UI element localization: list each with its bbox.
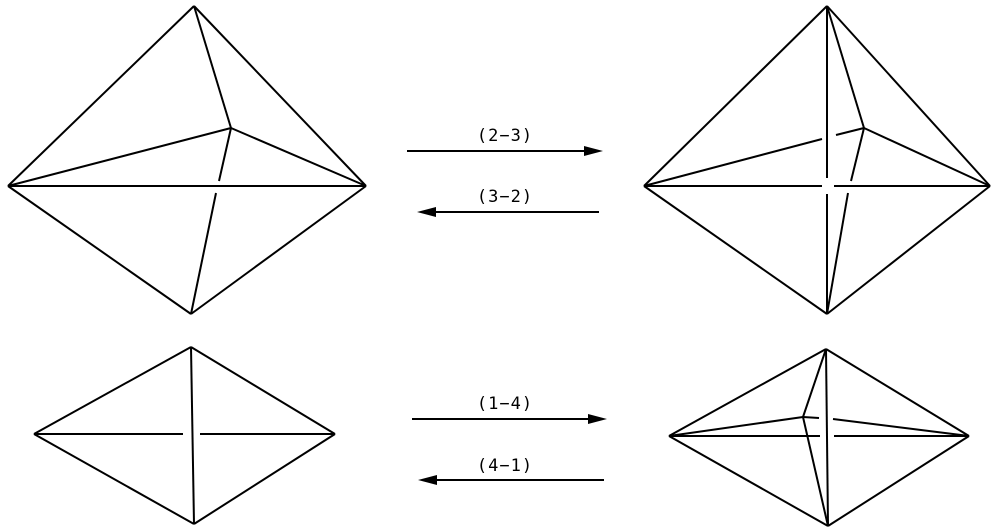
edge xyxy=(832,418,970,437)
edge xyxy=(7,127,232,187)
edge xyxy=(7,185,192,315)
edge xyxy=(190,346,336,435)
label-four-to-one: (4−1) xyxy=(477,456,533,476)
edge xyxy=(190,185,367,315)
edge xyxy=(193,5,367,187)
edge xyxy=(668,416,804,437)
edge xyxy=(643,185,828,315)
edge xyxy=(835,127,865,136)
config-three-tetrahedra xyxy=(643,5,991,315)
edge-hidden xyxy=(850,127,865,182)
config-four-tetrahedra xyxy=(668,348,970,527)
edge-hidden xyxy=(826,192,849,315)
edge-axis xyxy=(825,348,829,527)
label-one-to-four: (1−4) xyxy=(477,394,533,414)
edge xyxy=(802,416,820,419)
edge xyxy=(863,127,991,187)
edge xyxy=(825,348,970,437)
label-two-to-three: (2−3) xyxy=(477,126,533,146)
arrow-left-icon xyxy=(418,475,437,485)
edge-hidden xyxy=(190,192,217,315)
edge-hidden xyxy=(218,127,232,182)
label-three-to-two: (3−2) xyxy=(477,187,533,207)
edge xyxy=(643,138,823,187)
arrow-left-icon xyxy=(417,207,436,217)
edge xyxy=(33,433,195,525)
edge xyxy=(643,5,828,187)
edge xyxy=(190,346,195,525)
edge xyxy=(827,435,970,527)
edge xyxy=(668,435,829,527)
arrow-right-icon xyxy=(584,146,603,156)
edge xyxy=(230,127,367,187)
arrow-three-to-two: (3−2) xyxy=(417,187,599,217)
arrow-right-icon xyxy=(588,414,607,424)
edge xyxy=(7,5,195,187)
edge xyxy=(802,416,829,527)
edge xyxy=(826,185,991,315)
config-two-tetrahedra xyxy=(7,5,367,315)
arrow-two-to-three: (2−3) xyxy=(407,126,603,156)
edge xyxy=(802,348,827,418)
edge xyxy=(193,433,336,525)
edge xyxy=(33,346,192,435)
edge xyxy=(668,348,827,437)
arrow-one-to-four: (1−4) xyxy=(412,394,607,424)
config-one-tetrahedron xyxy=(33,346,336,525)
edge xyxy=(193,5,232,129)
arrow-four-to-one: (4−1) xyxy=(418,456,604,485)
edge xyxy=(826,5,865,129)
edge xyxy=(826,5,991,187)
